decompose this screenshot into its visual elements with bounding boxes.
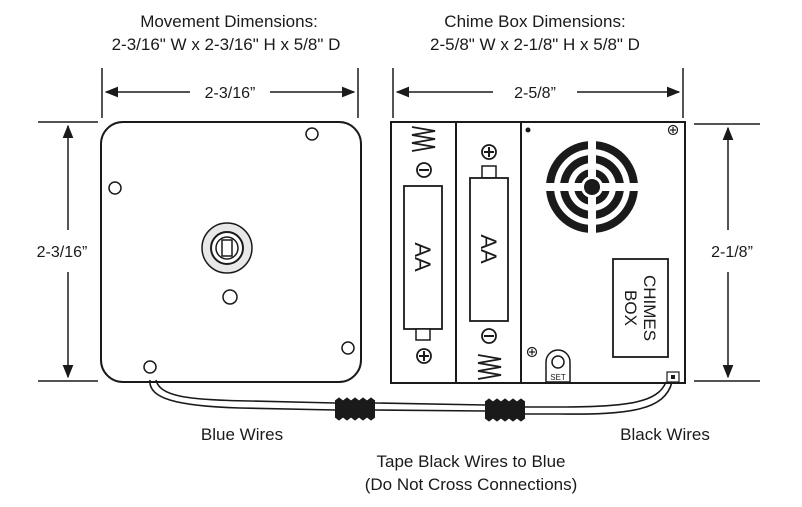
set-button-label: SET <box>550 373 566 382</box>
spring-icon <box>477 354 502 380</box>
mounting-hole-bottom-left <box>143 360 157 374</box>
clock-movement <box>100 121 362 383</box>
set-button[interactable]: SET <box>545 349 571 383</box>
battery-nub <box>415 328 431 341</box>
chime-box-height-label: 2-1/8” <box>711 244 753 261</box>
black-wires-label: Black Wires <box>620 425 710 444</box>
movement-height-label: 2-3/16” <box>37 244 88 261</box>
joined-wire-1 <box>374 409 486 412</box>
movement-height-dimension <box>38 121 98 382</box>
screw-icon <box>667 124 679 136</box>
chimes-label-line2: BOX <box>621 290 640 326</box>
battery-aa-1 <box>403 185 443 330</box>
blue-wire-1 <box>149 379 336 411</box>
mounting-hole-left <box>108 181 122 195</box>
chime-box-dims: 2-5/8" W x 2-1/8" H x 5/8" D <box>430 35 640 54</box>
battery-1-label: AA <box>410 242 435 272</box>
minus-terminal-icon <box>416 162 432 178</box>
battery-compartment-2: AA <box>469 144 509 380</box>
instruction-line-1: Tape Black Wires to Blue <box>377 452 566 471</box>
tape-right <box>484 398 526 422</box>
movement-title: Movement Dimensions: <box>140 12 318 31</box>
mounting-hole-bottom-right <box>341 341 355 355</box>
chime-module: CHIMES BOX SET <box>525 124 680 383</box>
mounting-hole-center <box>222 289 238 305</box>
battery-2-label: AA <box>476 234 501 264</box>
joined-wire-2 <box>374 402 486 406</box>
dot-marker <box>525 127 531 133</box>
speaker-icon <box>541 136 643 238</box>
chime-box-width-dimension <box>392 68 684 118</box>
battery-aa-2 <box>469 177 509 322</box>
hand-shaft-icon <box>201 222 253 274</box>
movement-width-dimension <box>101 68 359 118</box>
chime-box: AA AA <box>390 121 686 384</box>
chime-box-title: Chime Box Dimensions: <box>444 12 625 31</box>
movement-dims: 2-3/16" W x 2-3/16" H x 5/8" D <box>112 35 341 54</box>
minus-terminal-icon <box>481 328 497 344</box>
mounting-hole-top <box>305 127 319 141</box>
wires <box>149 379 673 415</box>
chime-box-width-label: 2-5/8” <box>514 85 556 102</box>
movement-width-label: 2-3/16” <box>205 85 256 102</box>
plus-terminal-icon <box>481 144 497 160</box>
black-wire-2 <box>525 381 667 408</box>
chimes-label-line1: CHIMES <box>640 275 659 341</box>
blue-wire-2 <box>155 379 336 404</box>
plus-terminal-icon <box>416 348 432 364</box>
tape-left <box>334 397 376 421</box>
chimes-box-label-frame <box>612 258 669 358</box>
black-wire-1 <box>525 381 673 415</box>
instruction-line-2: (Do Not Cross Connections) <box>365 475 578 494</box>
blue-wires-label: Blue Wires <box>201 425 283 444</box>
spring-icon <box>411 126 436 152</box>
battery-nub <box>481 165 497 179</box>
chime-box-height-dimension <box>694 123 760 382</box>
screw-icon <box>526 346 538 358</box>
battery-compartment-1: AA <box>403 126 443 364</box>
